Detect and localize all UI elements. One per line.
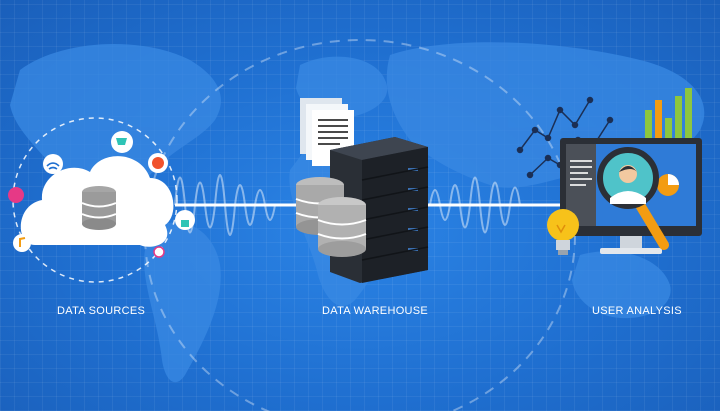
- user-analysis-group: [516, 88, 702, 255]
- signal-waveform-left: [174, 174, 276, 236]
- cart-icon: [111, 131, 133, 153]
- user-icon: [610, 165, 646, 204]
- signal-waveform-right: [429, 176, 521, 234]
- stage-label-user-analysis: USER ANALYSIS: [592, 305, 682, 317]
- data-warehouse-group: [295, 98, 429, 283]
- database-icon: [81, 186, 117, 230]
- chat-icon: [148, 153, 168, 173]
- bar-chart-icon: [645, 88, 692, 138]
- music-icon: [13, 234, 31, 252]
- wifi-icon: [43, 154, 63, 174]
- pin-icon: [8, 187, 24, 203]
- database-stack-icon: [295, 177, 367, 257]
- node-dot: [153, 246, 165, 258]
- lock-icon: [175, 210, 195, 230]
- stage-label-data-sources: DATA SOURCES: [57, 305, 146, 317]
- data-sources-group: [8, 117, 195, 283]
- lightbulb-icon: [547, 209, 579, 255]
- stage-label-data-warehouse: DATA WAREHOUSE: [322, 305, 429, 317]
- pie-chart-icon: [657, 174, 679, 196]
